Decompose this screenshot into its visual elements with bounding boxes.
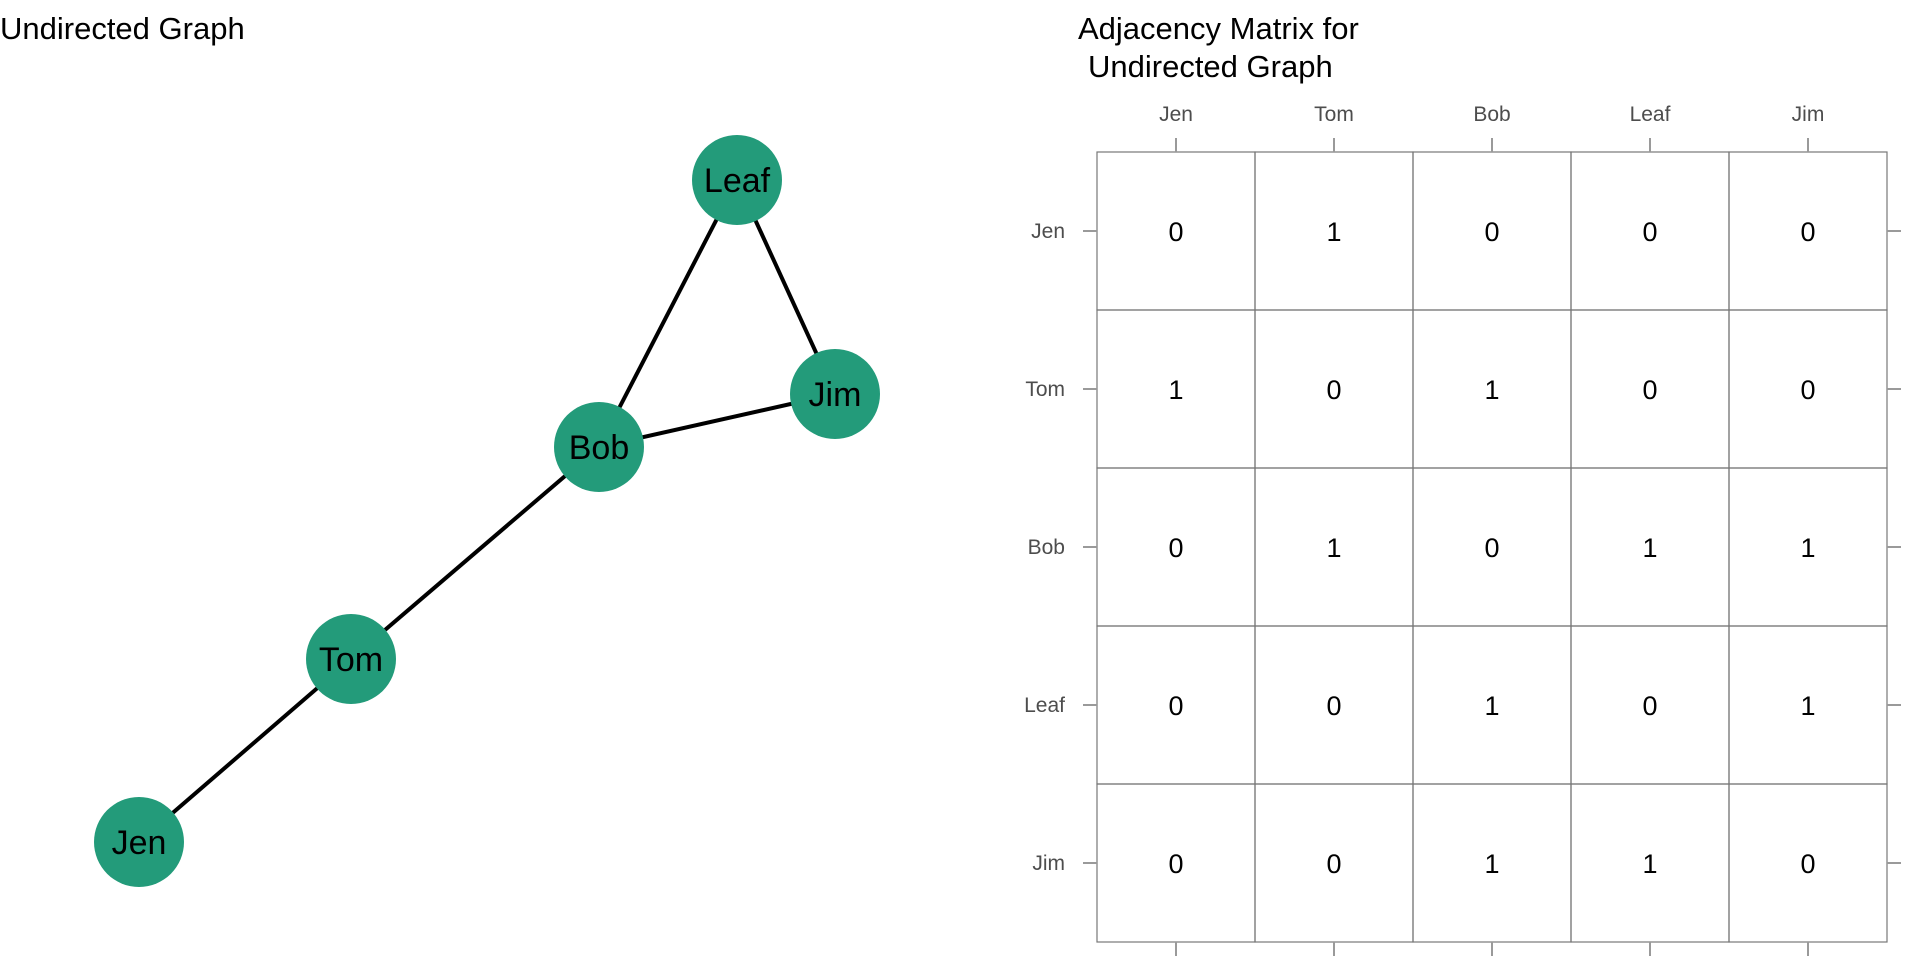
row-label-tom: Tom [1025, 378, 1065, 401]
column-label-jen: Jen [1159, 103, 1193, 126]
matrix-title-line2: Undirected Graph [1088, 49, 1333, 84]
cell-value-bob-bob: 0 [1484, 533, 1499, 563]
row-label-leaf: Leaf [1024, 694, 1065, 717]
node-circle-bob [554, 402, 644, 492]
cell-value-bob-jen: 0 [1168, 533, 1183, 563]
cell-value-jim-tom: 0 [1326, 849, 1341, 879]
cell-value-jen-leaf: 0 [1642, 217, 1657, 247]
cell-value-tom-leaf: 0 [1642, 375, 1657, 405]
row-label-jen: Jen [1031, 220, 1065, 243]
node-bob: Bob [554, 402, 644, 492]
matrix-title-line1: Adjacency Matrix for [1078, 11, 1359, 46]
node-circle-tom [306, 614, 396, 704]
node-leaf: Leaf [692, 135, 782, 225]
cell-value-tom-bob: 1 [1484, 375, 1499, 405]
cell-value-jen-jim: 0 [1800, 217, 1815, 247]
node-circle-jen [94, 797, 184, 887]
graph-edges [137, 179, 837, 844]
cell-value-leaf-leaf: 0 [1642, 691, 1657, 721]
cell-value-jim-leaf: 1 [1642, 849, 1657, 879]
node-label-bob: Bob [569, 429, 630, 467]
cell-value-bob-jim: 1 [1800, 533, 1815, 563]
edge-jen-tom [137, 657, 353, 844]
edge-bob-leaf [597, 179, 739, 448]
cell-value-leaf-jen: 0 [1168, 691, 1183, 721]
cell-value-tom-tom: 0 [1326, 375, 1341, 405]
matrix-panel: Adjacency Matrix for Undirected Graph Je… [1024, 11, 1901, 956]
node-tom: Tom [306, 614, 396, 704]
cell-value-jen-jen: 0 [1168, 217, 1183, 247]
cell-value-jim-bob: 1 [1484, 849, 1499, 879]
node-circle-jim [790, 349, 880, 439]
row-label-jim: Jim [1032, 852, 1065, 875]
cell-value-jim-jim: 0 [1800, 849, 1815, 879]
column-label-jim: Jim [1792, 103, 1825, 126]
graph-title: Undirected Graph [0, 11, 245, 46]
cell-value-jim-jen: 0 [1168, 849, 1183, 879]
node-label-leaf: Leaf [704, 162, 771, 200]
cell-value-leaf-bob: 1 [1484, 691, 1499, 721]
cell-value-tom-jen: 1 [1168, 375, 1183, 405]
node-label-jim: Jim [809, 376, 862, 414]
cell-value-bob-leaf: 1 [1642, 533, 1657, 563]
row-label-bob: Bob [1028, 536, 1065, 559]
cell-value-jen-bob: 0 [1484, 217, 1499, 247]
edge-tom-bob [349, 445, 601, 661]
column-label-bob: Bob [1473, 103, 1510, 126]
node-circle-leaf [692, 135, 782, 225]
column-label-leaf: Leaf [1630, 103, 1671, 126]
cell-value-leaf-jim: 1 [1800, 691, 1815, 721]
node-label-jen: Jen [112, 824, 167, 862]
cell-value-jen-tom: 1 [1326, 217, 1341, 247]
column-label-tom: Tom [1314, 103, 1354, 126]
cell-value-bob-tom: 1 [1326, 533, 1341, 563]
node-label-tom: Tom [319, 641, 383, 679]
node-jen: Jen [94, 797, 184, 887]
cell-value-tom-jim: 0 [1800, 375, 1815, 405]
cell-value-leaf-tom: 0 [1326, 691, 1341, 721]
node-jim: Jim [790, 349, 880, 439]
